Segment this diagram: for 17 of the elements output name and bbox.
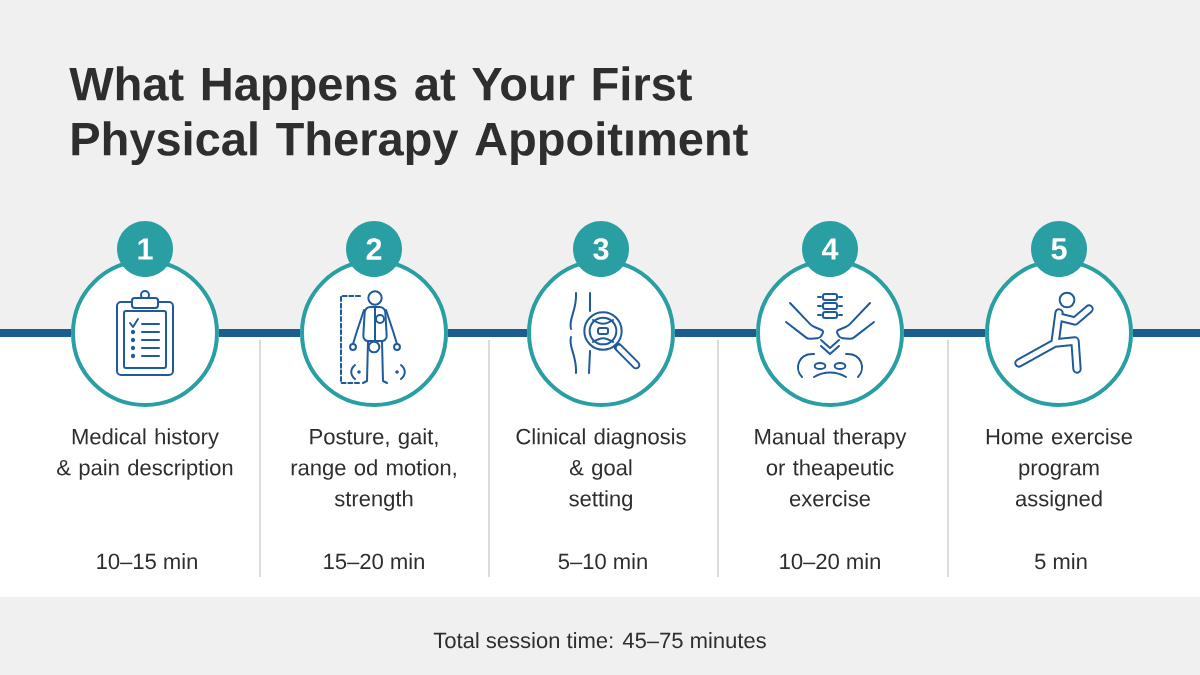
title: What Happens at Your First Physical Therapy Appoitıment <box>69 66 748 166</box>
number-badge: 3 <box>573 221 629 277</box>
step-description: Manual therapy or theapeutic exercise <box>755 428 907 507</box>
number-badge: 1 <box>117 221 173 277</box>
duration-text: 5 min <box>1035 553 1087 570</box>
duration-text: 15–20 min <box>324 553 424 570</box>
number-badge: 4 <box>802 221 858 277</box>
duration-text: 5–10 min <box>558 553 647 570</box>
step-description: Home exercise program assigned <box>986 428 1132 511</box>
duration-text: 10–15 min <box>97 553 197 570</box>
duration-text: 10–20 min <box>780 553 880 570</box>
step-description: Clinical diagnosis & goal setting <box>516 428 686 511</box>
total-time-note: Total session time: 45–75 minutes <box>433 632 766 649</box>
number-badge: 2 <box>346 221 402 277</box>
number-badge: 5 <box>1031 221 1087 277</box>
step-description: Posture, gait, range od motion, strength <box>291 428 456 511</box>
step-description: Medical history & pain description <box>57 428 233 480</box>
